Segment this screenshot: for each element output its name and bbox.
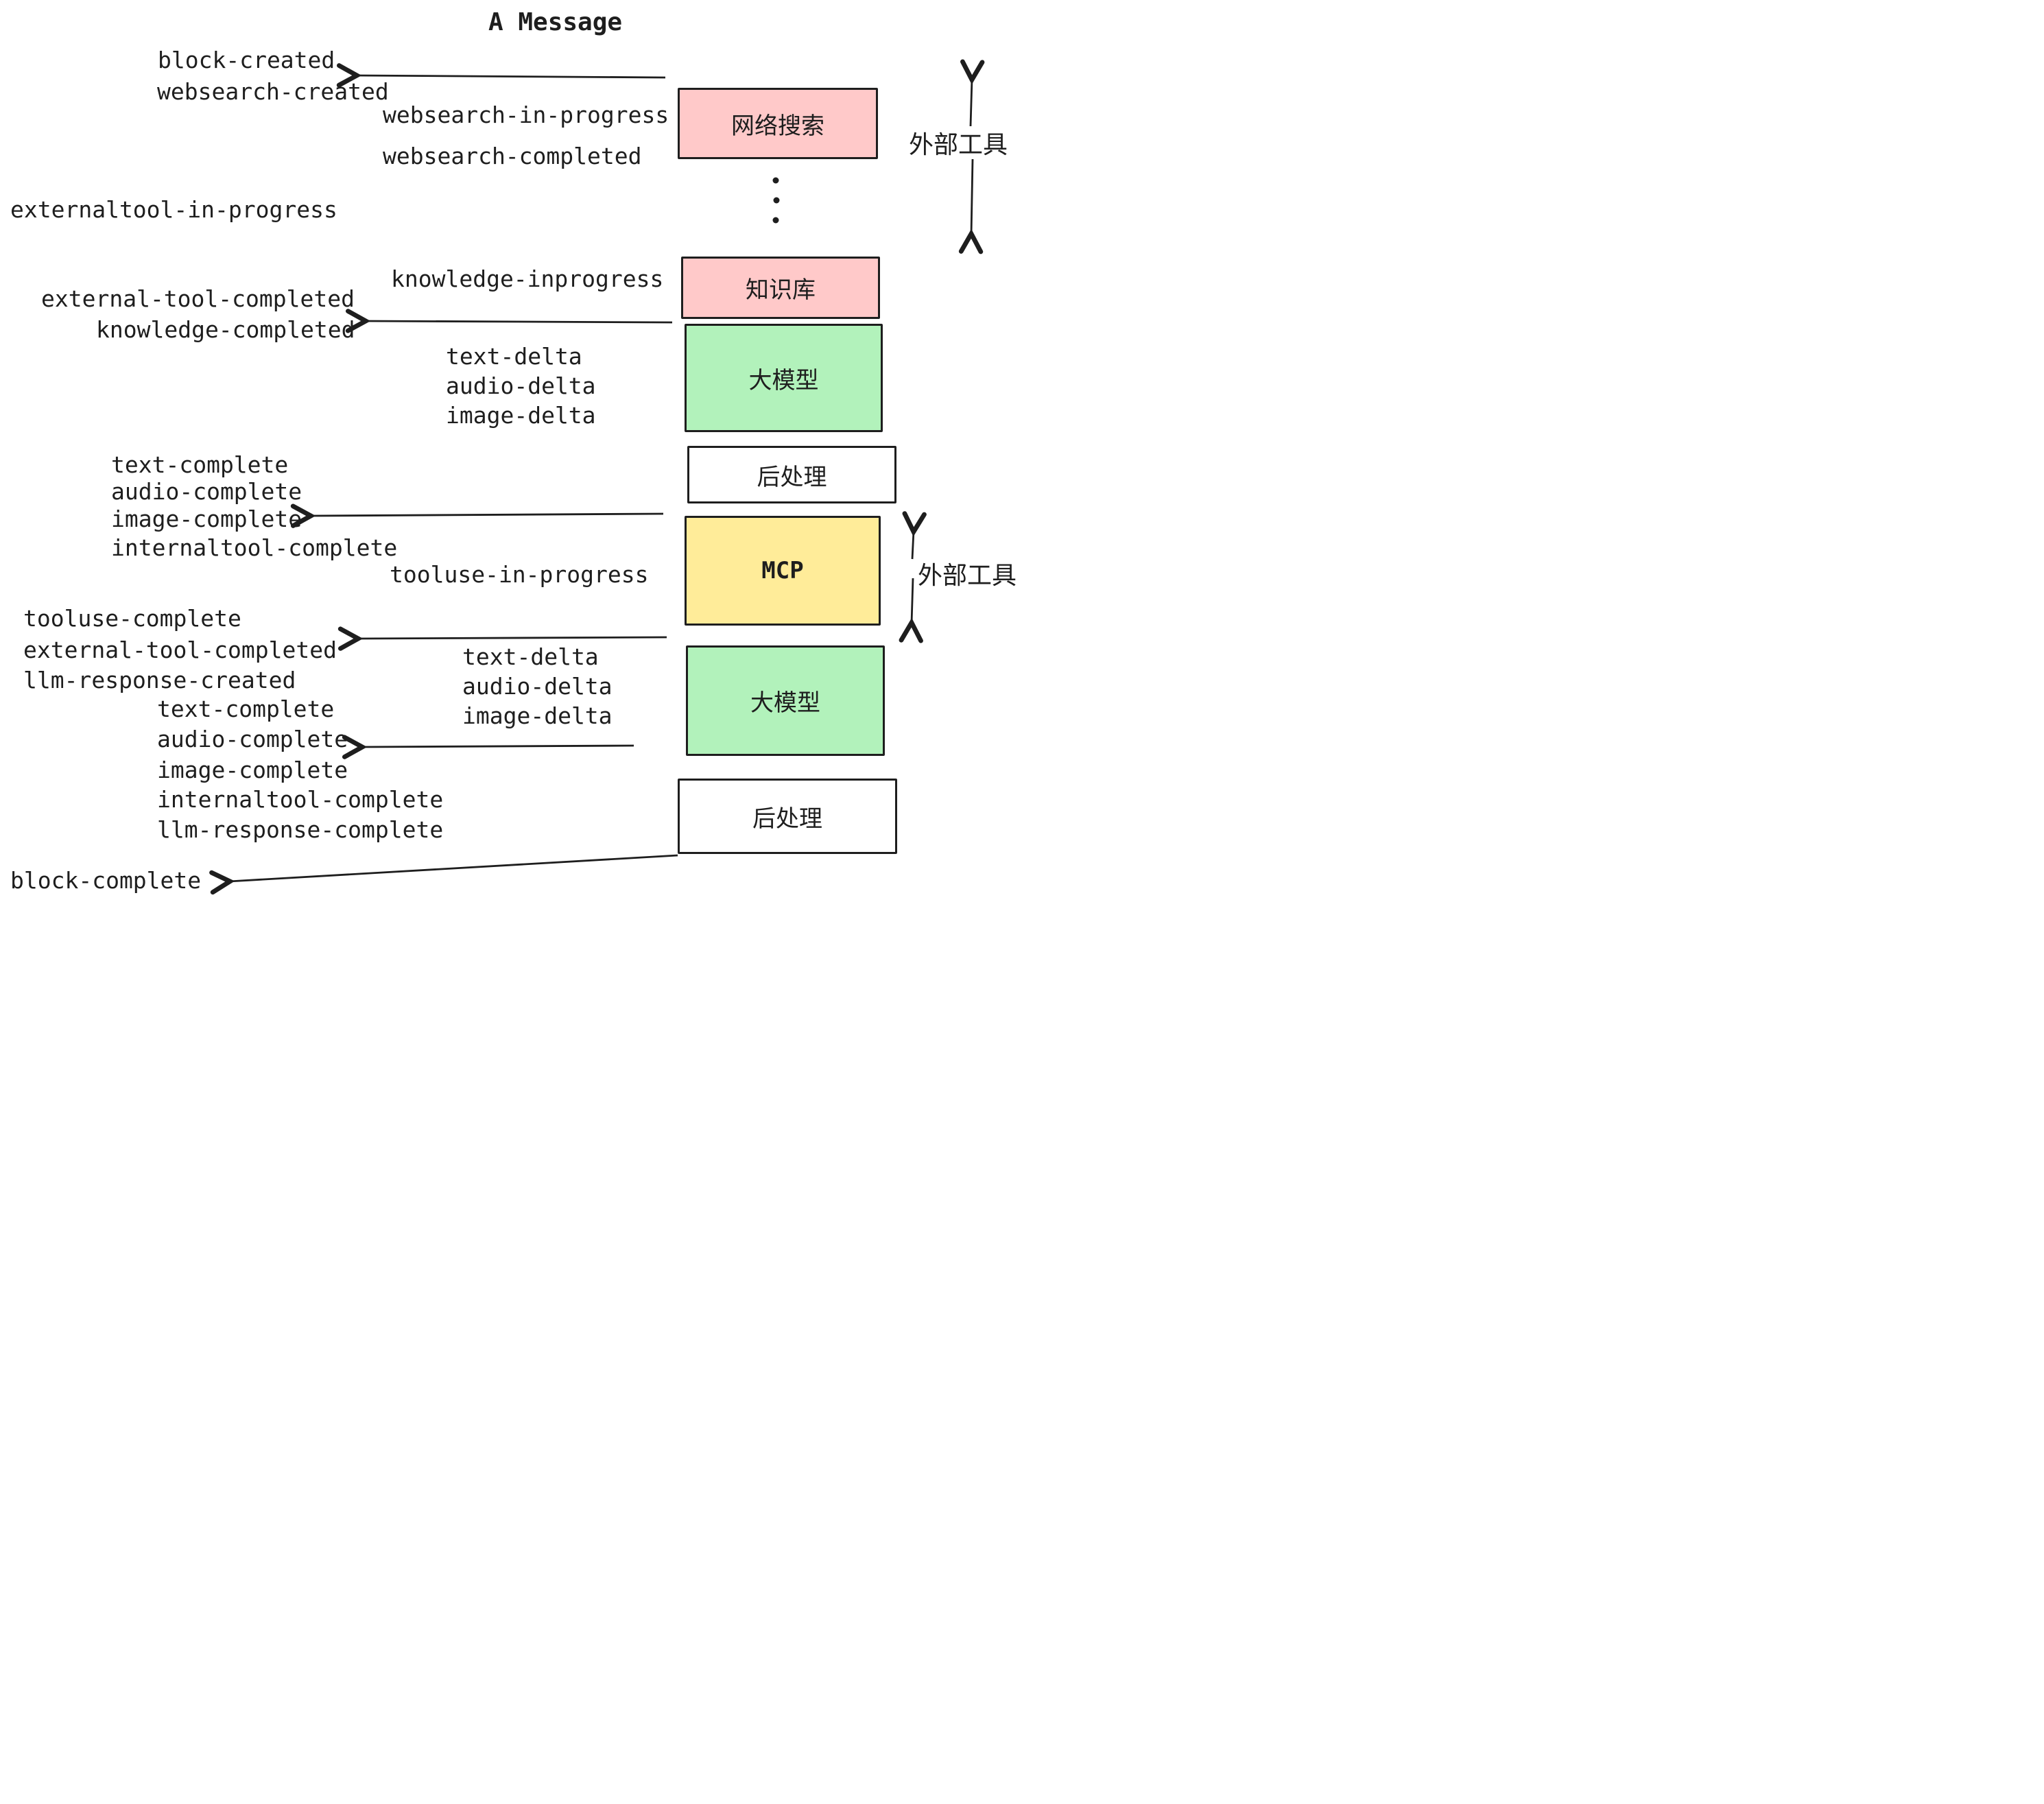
box-mcp: MCP [685, 516, 881, 626]
box-postprocess-1: 后处理 [687, 446, 896, 503]
arrow-to-block-created [356, 75, 666, 78]
box-llm-2: 大模型 [686, 645, 885, 756]
event-label-tooluse-in-progress: tooluse-in-progress [390, 561, 649, 588]
event-label-text-complete-1: text-complete [111, 451, 289, 478]
box-knowledge: 知识库 [681, 257, 880, 319]
arrow-external-tools-up-1 [971, 79, 972, 127]
event-label-externaltool-in-progress: externaltool-in-progress [10, 196, 337, 223]
event-label-external-tool-completed-1: external-tool-completed [41, 285, 355, 312]
event-label-knowledge-inprogress: knowledge-inprogress [391, 265, 664, 292]
event-label-block-created: block-created [158, 47, 335, 73]
event-label-knowledge-completed: knowledge-completed [96, 316, 355, 343]
arrow-to-tooluse-complete [357, 637, 667, 639]
box-knowledge-label: 知识库 [746, 276, 816, 304]
arrow-to-knowledge-completed [365, 321, 673, 322]
event-label-text-complete-2: text-complete [157, 696, 335, 722]
box-websearch-label: 网络搜索 [731, 112, 824, 140]
box-websearch: 网络搜索 [678, 88, 878, 159]
event-label-audio-delta-2: audio-delta [462, 673, 613, 700]
event-label-tooluse-complete: tooluse-complete [23, 605, 241, 632]
event-label-audio-delta-1: audio-delta [446, 372, 596, 399]
event-label-websearch-in-progress: websearch-in-progress [383, 102, 669, 128]
box-postprocess-2: 后处理 [678, 779, 897, 854]
event-label-websearch-created: websearch-created [157, 78, 389, 105]
event-label-internaltool-complete-2: internaltool-complete [157, 786, 444, 813]
event-label-image-delta-1: image-delta [446, 402, 596, 429]
box-llm-1: 大模型 [685, 324, 883, 432]
event-label-text-delta-2: text-delta [462, 643, 599, 670]
box-postprocess-2-label: 后处理 [752, 805, 822, 833]
side-label-external-tools-bottom: 外部工具 [918, 562, 1017, 590]
ellipsis-dot [772, 217, 779, 224]
event-label-image-delta-2: image-delta [462, 702, 613, 729]
box-postprocess-1-label: 后处理 [757, 463, 827, 491]
side-label-external-tools-top: 外部工具 [909, 131, 1008, 159]
event-label-image-complete-2: image-complete [157, 757, 348, 783]
box-mcp-label: MCP [761, 557, 804, 584]
diagram-title: A Message [488, 8, 623, 36]
box-llm-2-label: 大模型 [750, 689, 820, 717]
event-label-audio-complete-1: audio-complete [111, 478, 302, 505]
arrow-to-image-complete [310, 514, 664, 516]
event-label-text-delta-1: text-delta [446, 343, 582, 370]
arrow-external-tools-down-1 [971, 158, 973, 235]
arrow-external-tools-up-2 [912, 531, 914, 560]
box-llm-1-label: 大模型 [748, 366, 819, 394]
arrow-external-tools-down-2 [912, 578, 913, 624]
ellipsis-dot [773, 197, 780, 204]
arrow-to-audio-complete [361, 746, 634, 747]
ellipsis-dot [772, 177, 779, 184]
event-label-block-complete: block-complete [10, 867, 202, 894]
event-label-audio-complete-2: audio-complete [157, 726, 348, 752]
arrow-to-block-complete [229, 854, 678, 881]
event-label-websearch-completed: websearch-completed [383, 143, 642, 169]
diagram-canvas: A Message block-created websearch-create… [0, 0, 1022, 902]
event-label-llm-response-complete: llm-response-complete [157, 816, 444, 843]
event-label-llm-response-created: llm-response-created [23, 667, 296, 693]
event-label-external-tool-completed-2: external-tool-completed [23, 637, 337, 663]
event-label-image-complete-1: image-complete [111, 506, 302, 532]
event-label-internaltool-complete-1: internaltool-complete [111, 534, 398, 561]
